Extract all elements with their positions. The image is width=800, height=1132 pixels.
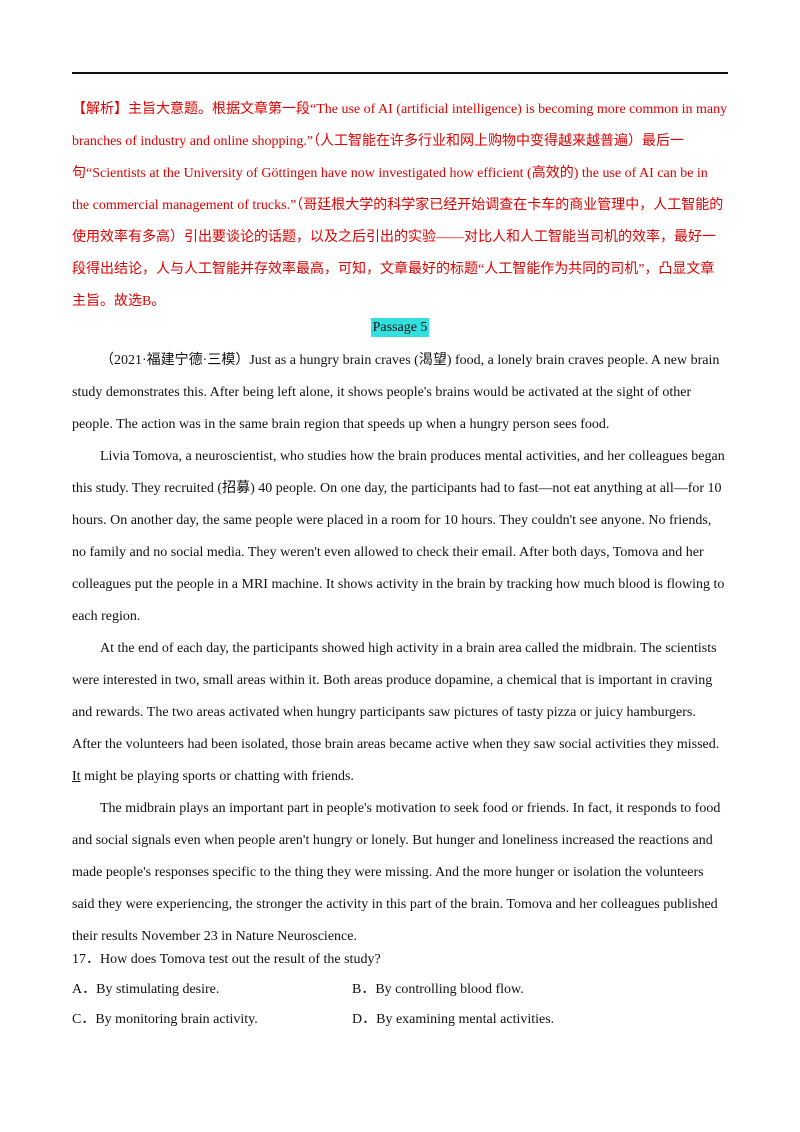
option-d[interactable]: D．By examining mental activities. (352, 1012, 555, 1027)
header-rule (72, 72, 728, 74)
options-row-1: A．By stimulating desire. B．By controllin… (72, 975, 728, 1005)
underlined-word-it: It (72, 769, 81, 784)
passage-paragraph-4: The midbrain plays an important part in … (72, 801, 721, 944)
passage-title: Passage 5 (370, 318, 430, 337)
passage-paragraph-2: Livia Tomova, a neuroscientist, who stud… (72, 449, 725, 624)
passage-paragraph-1: （2021·福建宁德·三模）Just as a hungry brain cra… (72, 353, 720, 432)
passage-paragraph-3-text: At the end of each day, the participants… (72, 641, 720, 752)
option-b[interactable]: B．By controlling blood flow. (352, 982, 524, 997)
options-row-2: C．By monitoring brain activity. D．By exa… (72, 1005, 728, 1035)
passage-paragraph-3-tail: might be playing sports or chatting with… (80, 769, 354, 784)
question-stem: 17．How does Tomova test out the result o… (72, 952, 381, 967)
option-a[interactable]: A．By stimulating desire. (72, 982, 220, 997)
question-17: 17．How does Tomova test out the result o… (72, 945, 728, 1035)
option-c[interactable]: C．By monitoring brain activity. (72, 1012, 258, 1027)
analysis-text: 主旨大意题。根据文章第一段“The use of AI (artificial … (72, 102, 728, 309)
analysis-tag: 【解析】 (72, 102, 128, 117)
passage-paragraph-3: At the end of each day, the participants… (72, 633, 728, 793)
analysis-paragraph: 【解析】主旨大意题。根据文章第一段“The use of AI (artific… (72, 94, 728, 318)
passage-title-container: Passage 5 (0, 318, 800, 337)
passage-body: （2021·福建宁德·三模）Just as a hungry brain cra… (72, 345, 728, 953)
